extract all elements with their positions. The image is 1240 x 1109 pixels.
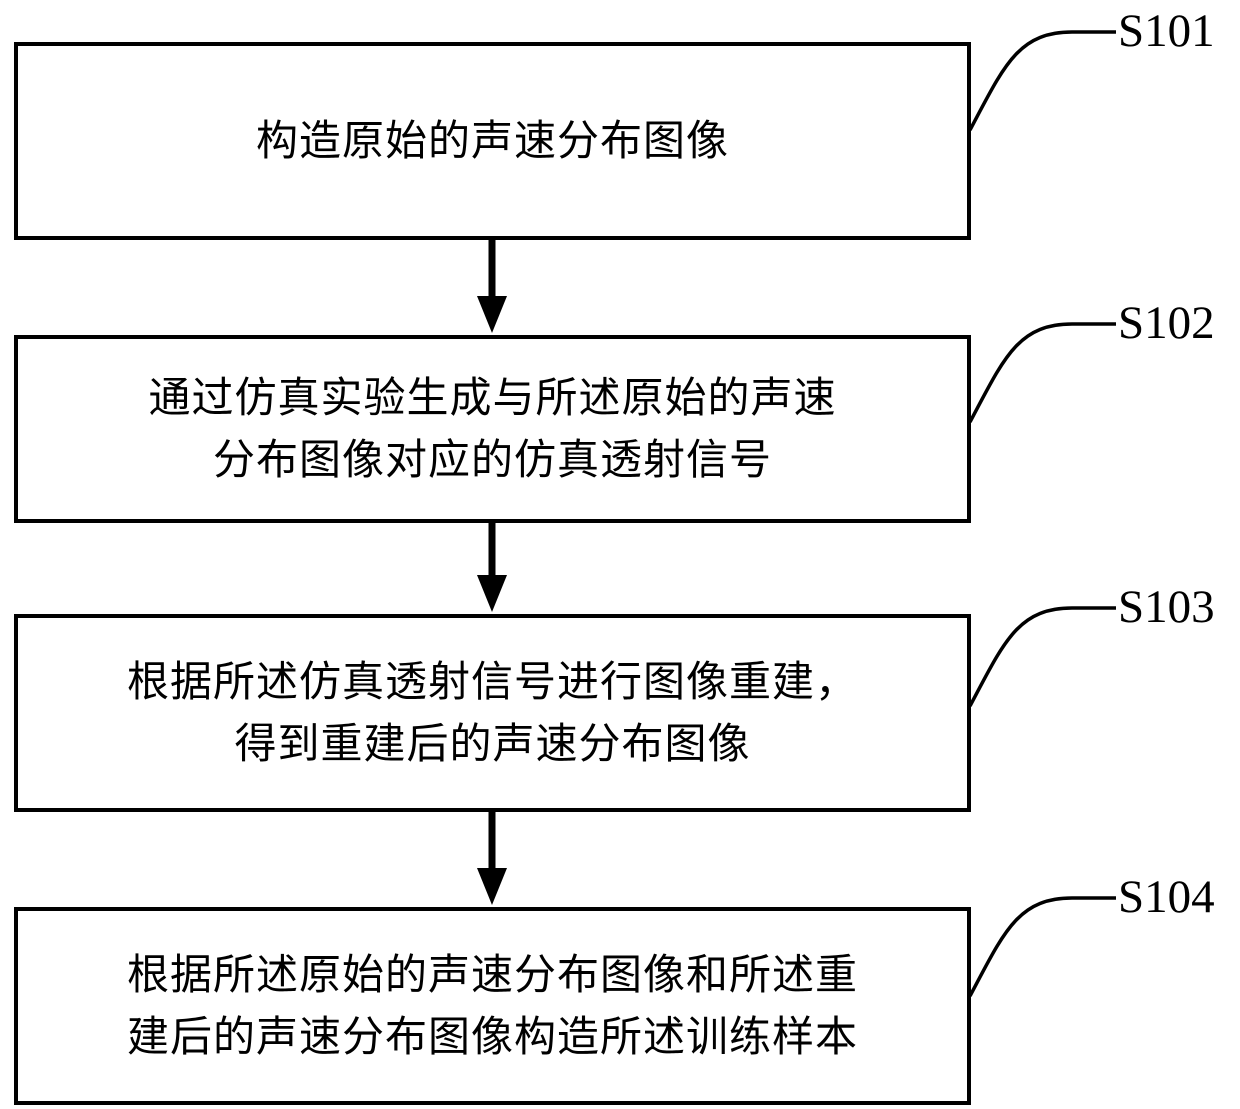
step-label-s103: S103 xyxy=(1118,581,1215,633)
label-leader-line xyxy=(968,606,1116,707)
flow-step-1-box: 构造原始的声速分布图像 xyxy=(14,42,971,240)
arrow-down-icon xyxy=(477,523,507,612)
flow-step-3-box: 根据所述仿真透射信号进行图像重建， 得到重建后的声速分布图像 xyxy=(14,614,971,812)
arrow-down-icon xyxy=(477,812,507,905)
flow-step-4-text-line2: 建后的声速分布图像构造所述训练样本 xyxy=(126,1013,858,1060)
arrow-down-icon xyxy=(477,240,507,333)
flow-step-1-text: 构造原始的声速分布图像 xyxy=(255,117,729,164)
flow-step-2-box: 通过仿真实验生成与所述原始的声速 分布图像对应的仿真透射信号 xyxy=(14,335,971,523)
flow-step-4-box: 根据所述原始的声速分布图像和所述重 建后的声速分布图像构造所述训练样本 xyxy=(14,907,971,1105)
label-leader-line xyxy=(968,30,1116,131)
step-label-s104: S104 xyxy=(1118,871,1215,923)
flow-step-2-text-line2: 分布图像对应的仿真透射信号 xyxy=(212,436,772,483)
flow-step-2-text-line1: 通过仿真实验生成与所述原始的声速 xyxy=(148,374,837,421)
step-label-s102: S102 xyxy=(1118,297,1215,349)
step-label-s101: S101 xyxy=(1118,5,1215,57)
flow-step-4-text-line1: 根据所述原始的声速分布图像和所述重 xyxy=(126,951,858,998)
label-leader-line xyxy=(968,322,1116,423)
label-leader-line xyxy=(968,896,1116,997)
flow-step-3-text-line1: 根据所述仿真透射信号进行图像重建， xyxy=(126,658,858,705)
flow-step-3-text-line2: 得到重建后的声速分布图像 xyxy=(234,720,751,767)
